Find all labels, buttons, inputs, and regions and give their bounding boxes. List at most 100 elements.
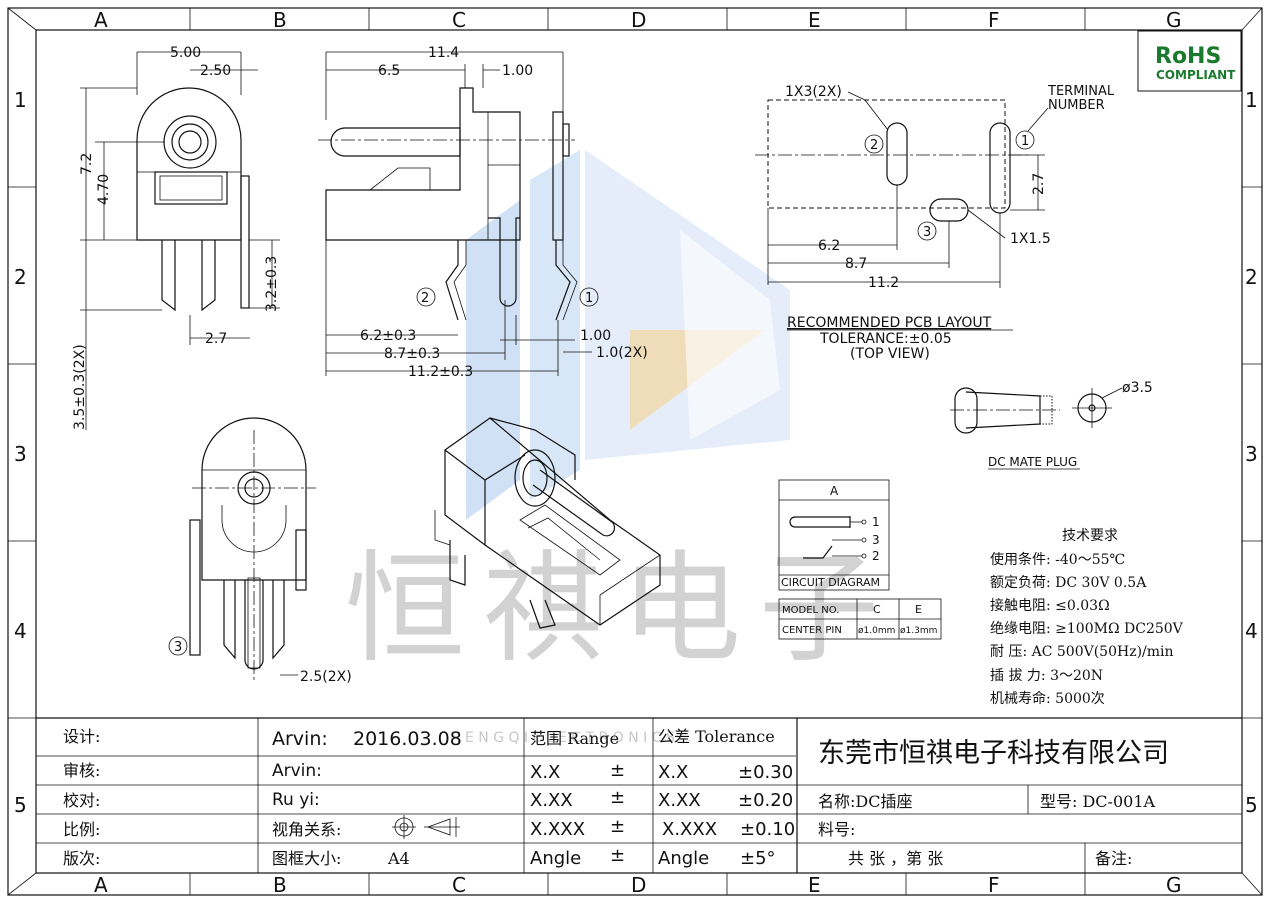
- pcb-slot2-note: 1X1.5: [1010, 231, 1051, 247]
- dim-side-body: 6.5: [378, 63, 400, 79]
- col-label-bottom-e: E: [808, 873, 821, 897]
- tech-specs: 技术要求 使用条件: -40～55℃ 额定负荷: DC 30V 0.5A 接触电…: [990, 528, 1184, 707]
- row-label-left-3: 3: [14, 442, 27, 466]
- circuit-header: A: [830, 484, 839, 498]
- spec-line-4: 绝缘电阻: ≥100MΩ DC250V: [990, 621, 1184, 637]
- specs-title: 技术要求: [1062, 528, 1118, 544]
- rohs-subtitle: COMPLIANT: [1156, 68, 1236, 82]
- designer-name: Arvin:: [272, 728, 328, 750]
- frame-size-label: 图框大小:: [272, 849, 341, 868]
- tolerance-header: 公差 Tolerance: [658, 727, 775, 746]
- reviewer-name: Arvin:: [272, 761, 322, 781]
- circuit-pin3: 3: [872, 533, 880, 547]
- dim-front-height: 7.2: [79, 153, 95, 175]
- frame-size-value: A4: [387, 849, 410, 868]
- sheet-count: 共 张 ，第 张: [848, 849, 943, 868]
- rohs-badge: RoHS COMPLIANT: [1137, 30, 1242, 92]
- front-view: 5.00 2.50 7.2 4.70 3.2±0.3 2.7 3.5±0.3(2…: [72, 45, 280, 430]
- pcb-pin1-number: 1: [1021, 134, 1029, 149]
- spec-line-6: 插 拔 力: 3～20N: [990, 668, 1103, 684]
- view-relation-label: 视角关系:: [272, 820, 341, 839]
- tol-1-label: X.X: [658, 762, 688, 783]
- range-2: X.XX: [530, 790, 573, 811]
- pcb-top-view: (TOP VIEW): [850, 346, 930, 362]
- range-4-pm: ±: [610, 845, 625, 866]
- col-label-top-e: E: [808, 8, 821, 32]
- tol-4-value: ±5°: [740, 848, 776, 869]
- dim-side-pin1-pos: 11.2±0.3: [408, 364, 473, 380]
- part-model: 型号: DC-001A: [1040, 792, 1155, 811]
- watermark-latin: H E N G Q I E L E C T R O N I C S: [450, 730, 675, 746]
- range-4: Angle: [530, 848, 581, 869]
- model-header-model: MODEL NO.: [782, 605, 839, 616]
- model-header-e: E: [915, 603, 922, 616]
- col-label-bottom-b: B: [273, 873, 287, 897]
- dim-side-pin2-pos: 6.2±0.3: [360, 328, 416, 344]
- spec-line-3: 接触电阻: ≤0.03Ω: [990, 597, 1110, 614]
- watermark-chinese: 恒祺电子: [345, 540, 897, 679]
- col-label-bottom-g: G: [1166, 873, 1182, 897]
- model-table: MODEL NO. C E CENTER PIN ø1.0mm ø1.3mm: [778, 598, 942, 640]
- label-scale: 比例:: [63, 820, 100, 839]
- bottom-pin3-number: 3: [174, 640, 182, 655]
- row-label-right-5: 5: [1245, 793, 1258, 817]
- pcb-dim-6-2: 6.2: [818, 238, 840, 254]
- col-label-bottom-f: F: [988, 873, 1000, 897]
- inner-border: [35, 29, 1243, 874]
- side-view: 11.4 6.5 1.00 6.2±0.3 8.7±0.3 11.2±0.3 1…: [318, 45, 648, 380]
- pcb-layout: 1X3(2X) 2 1 TERMINAL NUMBER 3 1X1.5 2.7 …: [755, 84, 1115, 362]
- tol-2-value: ±0.20: [738, 790, 793, 811]
- part-name: 名称:DC插座: [818, 792, 912, 811]
- col-label-top-c: C: [452, 8, 466, 32]
- material-no: 料号:: [818, 820, 855, 839]
- model-cell-c: ø1.0mm: [858, 626, 895, 636]
- row-label-right-2: 2: [1245, 265, 1258, 289]
- col-label-top-f: F: [988, 8, 1000, 32]
- remarks-label: 备注:: [1095, 849, 1132, 868]
- outer-border: [7, 7, 1263, 896]
- circuit-diagram: A 1 3 2 CIRCUIT DIAGRAM: [778, 479, 890, 591]
- row-label-left-1: 1: [14, 88, 27, 112]
- tol-3-label: X.XXX: [662, 819, 717, 840]
- title-block: 设计: 审核: 校对: 比例: 版次: Arvin: 2016.03.08 Ar…: [36, 717, 1242, 873]
- circuit-pin1: 1: [872, 515, 880, 529]
- pcb-dim-8-7: 8.7: [845, 256, 867, 272]
- label-version: 版次:: [63, 849, 100, 868]
- dim-front-center: 4.70: [96, 174, 112, 205]
- dc-mate-plug: ø3.5 DC MATE PLUG: [950, 380, 1153, 470]
- model-cell-e: ø1.3mm: [900, 626, 937, 636]
- dim-front-pin-spacing: 2.7: [205, 331, 227, 347]
- spec-line-7: 机械寿命: 5000次: [990, 690, 1105, 707]
- design-date: 2016.03.08: [353, 728, 462, 750]
- col-label-top-g: G: [1166, 8, 1182, 32]
- dim-front-pin-length: 3.2±0.3: [264, 256, 280, 312]
- tol-1-value: ±0.30: [738, 762, 793, 783]
- company-name: 东莞市恒祺电子科技有限公司: [818, 738, 1169, 769]
- side-pin2-number: 2: [421, 291, 429, 306]
- row-label-right-3: 3: [1245, 442, 1258, 466]
- row-label-left-2: 2: [14, 265, 27, 289]
- circuit-caption: CIRCUIT DIAGRAM: [781, 576, 880, 589]
- spec-line-5: 耐 压: AC 500V(50Hz)/min: [990, 644, 1174, 660]
- col-label-top-b: B: [273, 8, 287, 32]
- range-1: X.X: [530, 762, 560, 783]
- label-review: 审核:: [63, 761, 100, 780]
- col-label-bottom-c: C: [452, 873, 466, 897]
- col-label-top-a: A: [94, 8, 108, 32]
- label-design: 设计:: [63, 727, 100, 746]
- plug-diameter: ø3.5: [1122, 380, 1153, 396]
- row-label-left-5: 5: [14, 793, 27, 817]
- projection-symbol: [392, 815, 460, 839]
- pcb-number-label: NUMBER: [1048, 98, 1105, 113]
- col-label-top-d: D: [631, 8, 646, 32]
- col-label-bottom-a: A: [94, 873, 108, 897]
- pcb-dim-vertical: 2.7: [1031, 173, 1047, 195]
- pcb-pin3-number: 3: [923, 225, 931, 240]
- range-3: X.XXX: [530, 819, 585, 840]
- col-label-bottom-d: D: [631, 873, 646, 897]
- pcb-slot-note: 1X3(2X): [785, 84, 842, 100]
- side-pin1-number: 1: [585, 291, 593, 306]
- spec-line-2: 额定负荷: DC 30V 0.5A: [990, 575, 1147, 591]
- isometric-view: [434, 417, 661, 629]
